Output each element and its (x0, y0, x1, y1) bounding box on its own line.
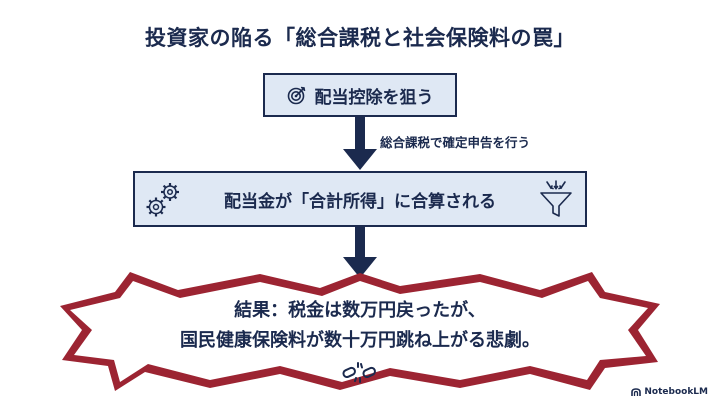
brand-name: NotebookLM (644, 387, 708, 397)
result-line-2: 国民健康保険料が数十万円跳ね上がる悲劇。 (180, 330, 540, 351)
target-icon (287, 85, 307, 105)
funnel-icon (538, 180, 574, 224)
diagram-title: 投資家の陥る「総合課税と社会保険料の罠」 (145, 26, 575, 50)
step-box-dividend-deduction: 配当控除を狙う (263, 73, 457, 117)
step-label-1: 配当控除を狙う (314, 87, 434, 108)
broken-chain-icon (341, 360, 377, 388)
down-arrow-2 (343, 227, 377, 278)
result-line-1: 結果：税金は数万円戻ったが、 (234, 300, 486, 321)
result-text: 結果：税金は数万円戻ったが、 国民健康保険料が数十万円跳ね上がる悲劇。 (60, 296, 660, 356)
step-label-2: 配当金が「合計所得」に合算される (224, 191, 496, 212)
down-arrow-1 (343, 117, 377, 170)
step-box-combined-income: 配当金が「合計所得」に合算される (133, 171, 587, 227)
notebooklm-mark-icon (631, 387, 642, 396)
arrow-label-comprehensive-tax: 総合課税で確定申告を行う (380, 135, 531, 150)
warning-burst-shape (60, 272, 660, 391)
notebooklm-logo: NotebookLM (631, 387, 708, 397)
gears-icon (144, 180, 186, 224)
